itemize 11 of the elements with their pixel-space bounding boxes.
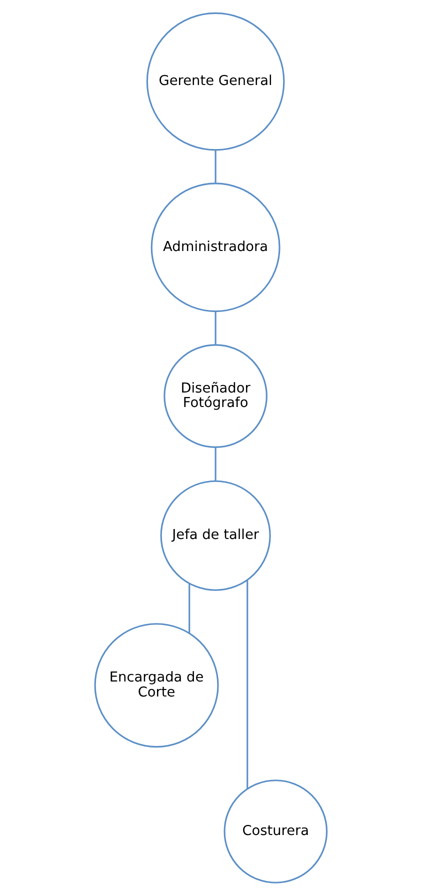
connector (214, 150, 216, 184)
connector (214, 447, 216, 481)
node-circle: Encargada de Corte (94, 623, 219, 748)
node-circle: Costurera (224, 780, 328, 884)
node-circle: Administradora (150, 182, 280, 312)
node-circle: Gerente General (146, 12, 285, 151)
connector (188, 584, 190, 634)
connector (214, 311, 216, 345)
connector (246, 580, 248, 788)
node-circle: Jefa de taller (160, 480, 271, 591)
node-circle: Diseñador Fotógrafo (164, 344, 268, 448)
